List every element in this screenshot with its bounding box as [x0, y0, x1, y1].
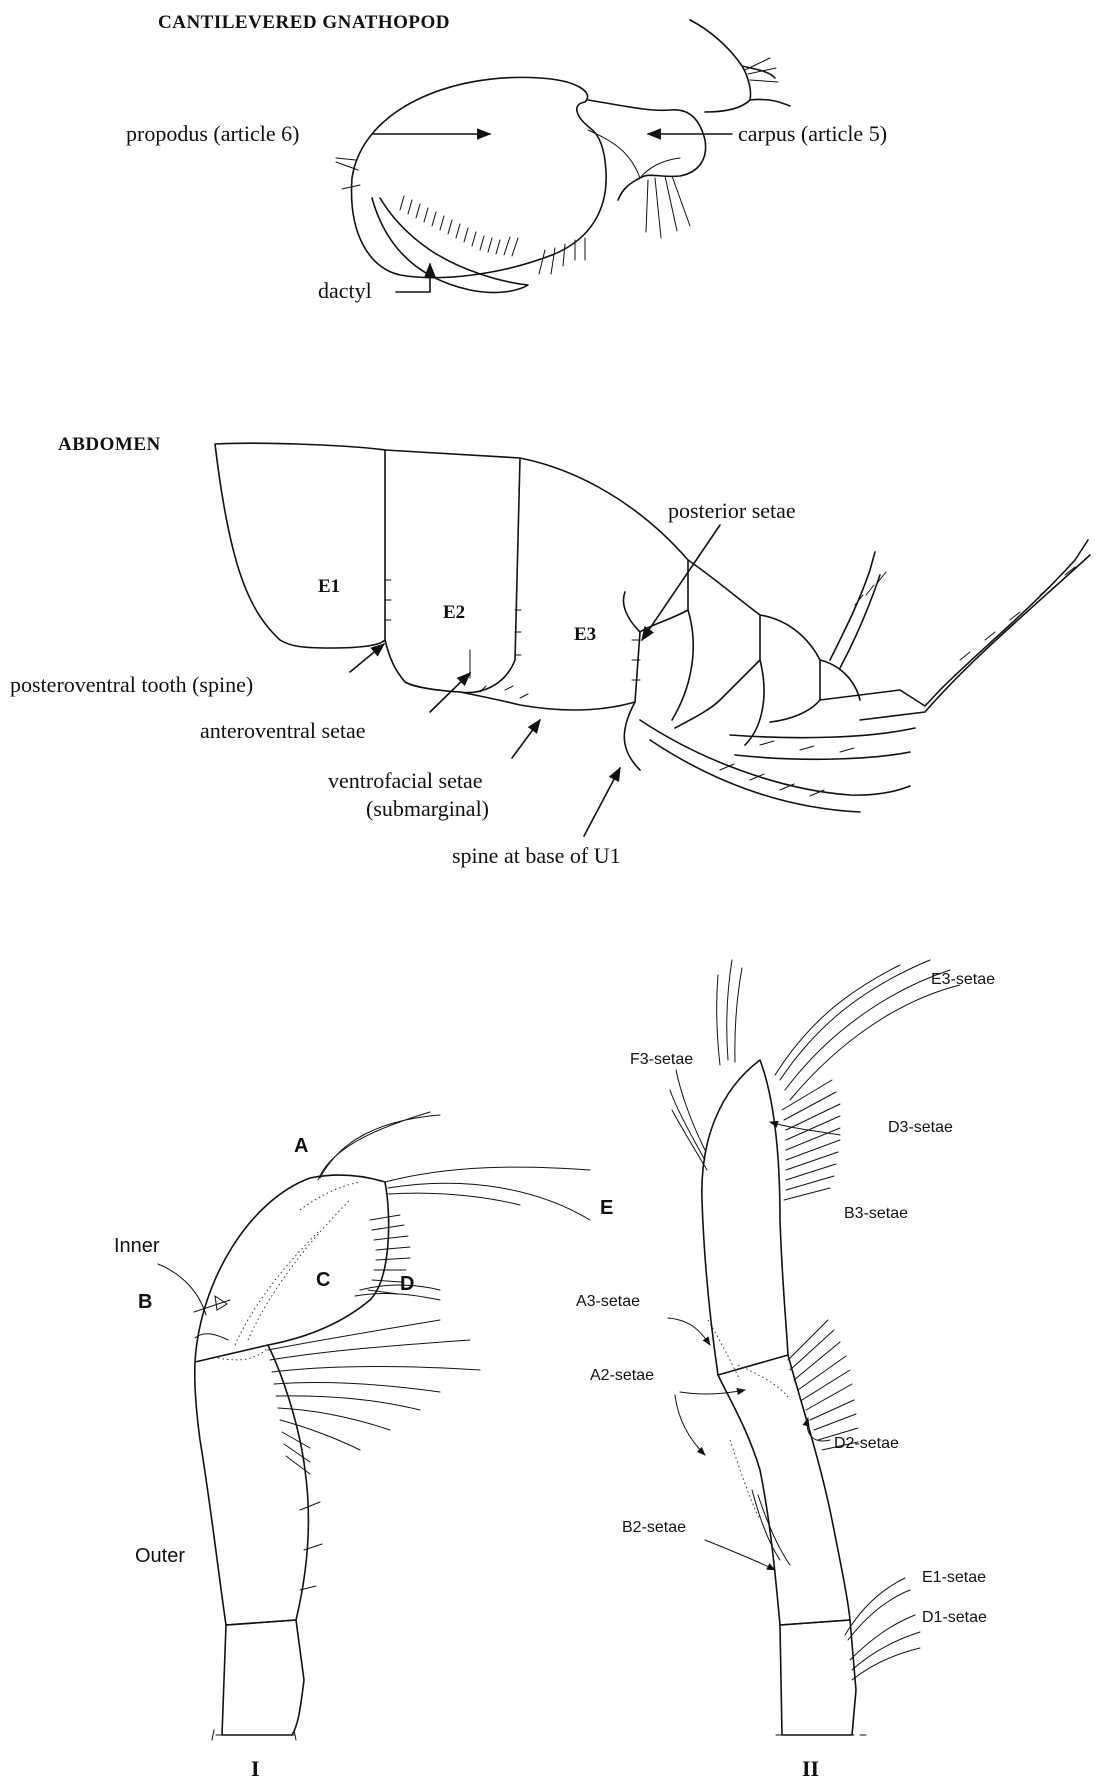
b3-pointer [770, 1122, 840, 1135]
abdomen-figure: ABDOMEN E1 E2 E3 posterior setae postero… [10, 434, 1090, 868]
segment-e2-outline [385, 450, 520, 693]
basal-article-outline [690, 20, 790, 112]
d3-setae-label: D3-setae [888, 1119, 953, 1136]
dactyl-outline [372, 198, 528, 293]
a3-pointer [668, 1318, 710, 1345]
appendage-I-label-C: C [316, 1269, 330, 1291]
posteroventral-tooth-arrow [350, 644, 384, 672]
anteroventral-setae-label: anteroventral setae [200, 718, 366, 743]
uropod-1-ramus [830, 552, 880, 668]
b2-pointer [705, 1540, 775, 1570]
gnathopod-figure: CANTILEVERED GNATHOPOD propodus (article… [126, 12, 887, 303]
uropod-1 [640, 720, 910, 812]
appendage-II-base [780, 1620, 856, 1735]
appendage-I-outer-label: Outer [135, 1545, 185, 1567]
b2-setae-label: B2-setae [622, 1519, 686, 1536]
appendage-I-inner-pointer [158, 1264, 206, 1315]
carpus-label: carpus (article 5) [738, 121, 887, 146]
appendage-I-numeral: I [251, 1756, 260, 1781]
appendage-I-base [222, 1620, 304, 1735]
appendage-I-label-E: E [600, 1197, 613, 1219]
posteroventral-tooth-label: posteroventral tooth (spine) [10, 672, 253, 697]
dactyl-label: dactyl [318, 278, 372, 303]
appendage-I-figure: A B C D E Inner Outer I [114, 1112, 613, 1781]
spine-base-u1-arrow [584, 768, 620, 836]
abdomen-spines [385, 567, 1075, 796]
ventrofacial-setae-label-line1: ventrofacial setae [328, 768, 483, 793]
appendage-I-b-pointer [194, 1296, 230, 1312]
segment-e2-label: E2 [443, 602, 465, 623]
segment-e3-inner-line [623, 592, 640, 632]
appendage-II-distal-segment [702, 1060, 788, 1375]
a2-pointer [680, 1390, 745, 1394]
segment-e3-outline [460, 458, 688, 710]
appendage-I-label-D: D [400, 1273, 414, 1295]
e1-setae-label: E1-setae [922, 1569, 986, 1586]
b3-setae-label: B3-setae [844, 1205, 908, 1222]
appendage-I-label-B: B [138, 1291, 152, 1313]
d2-setae-label: D2-setae [834, 1435, 899, 1452]
gnathopod-heading: CANTILEVERED GNATHOPOD [158, 12, 450, 33]
palm-setae [336, 58, 778, 274]
propodus-outline [352, 77, 607, 277]
appendage-I-inner-dotted [235, 1182, 360, 1345]
posterior-setae-arrow [642, 525, 720, 640]
a2-pointer-lower [675, 1395, 705, 1455]
segment-e3-label: E3 [574, 624, 596, 645]
abdomen-heading: ABDOMEN [58, 434, 161, 455]
ventrofacial-setae-label-line2: (submarginal) [366, 796, 489, 821]
e3-setae-label: E3-setae [931, 971, 995, 988]
ventrofacial-setae-arrow [512, 720, 540, 758]
appendage-II-distal-dotted [708, 1320, 790, 1520]
segment-e1-label: E1 [318, 576, 340, 597]
appendage-I-outer-segment [195, 1345, 309, 1625]
spine-base-u1-label: spine at base of U1 [452, 843, 621, 868]
carpus-inner-line [588, 130, 680, 178]
segment-e1-outline [215, 443, 385, 648]
appendage-II-figure: E3-setae F3-setae D3-setae B3-setae A3-s… [576, 960, 995, 1781]
appendage-I-inner-label: Inner [114, 1235, 160, 1257]
appendage-II-proximal-segment [718, 1355, 850, 1625]
appendage-I-setae [195, 1112, 590, 1590]
a3-setae-label: A3-setae [576, 1293, 640, 1310]
propodus-label: propodus (article 6) [126, 121, 300, 146]
posterior-setae-label: posterior setae [668, 498, 796, 523]
d1-setae-label: D1-setae [922, 1609, 987, 1626]
appendage-II-numeral: II [802, 1756, 819, 1781]
uropod-2 [730, 728, 915, 759]
urosome-outline [675, 560, 860, 728]
a2-setae-label: A2-setae [590, 1367, 654, 1384]
uropod-3-ramus [820, 540, 1090, 720]
f3-setae-label: F3-setae [630, 1051, 693, 1068]
appendage-II-setae [670, 960, 960, 1680]
appendage-I-label-A: A [294, 1135, 308, 1157]
